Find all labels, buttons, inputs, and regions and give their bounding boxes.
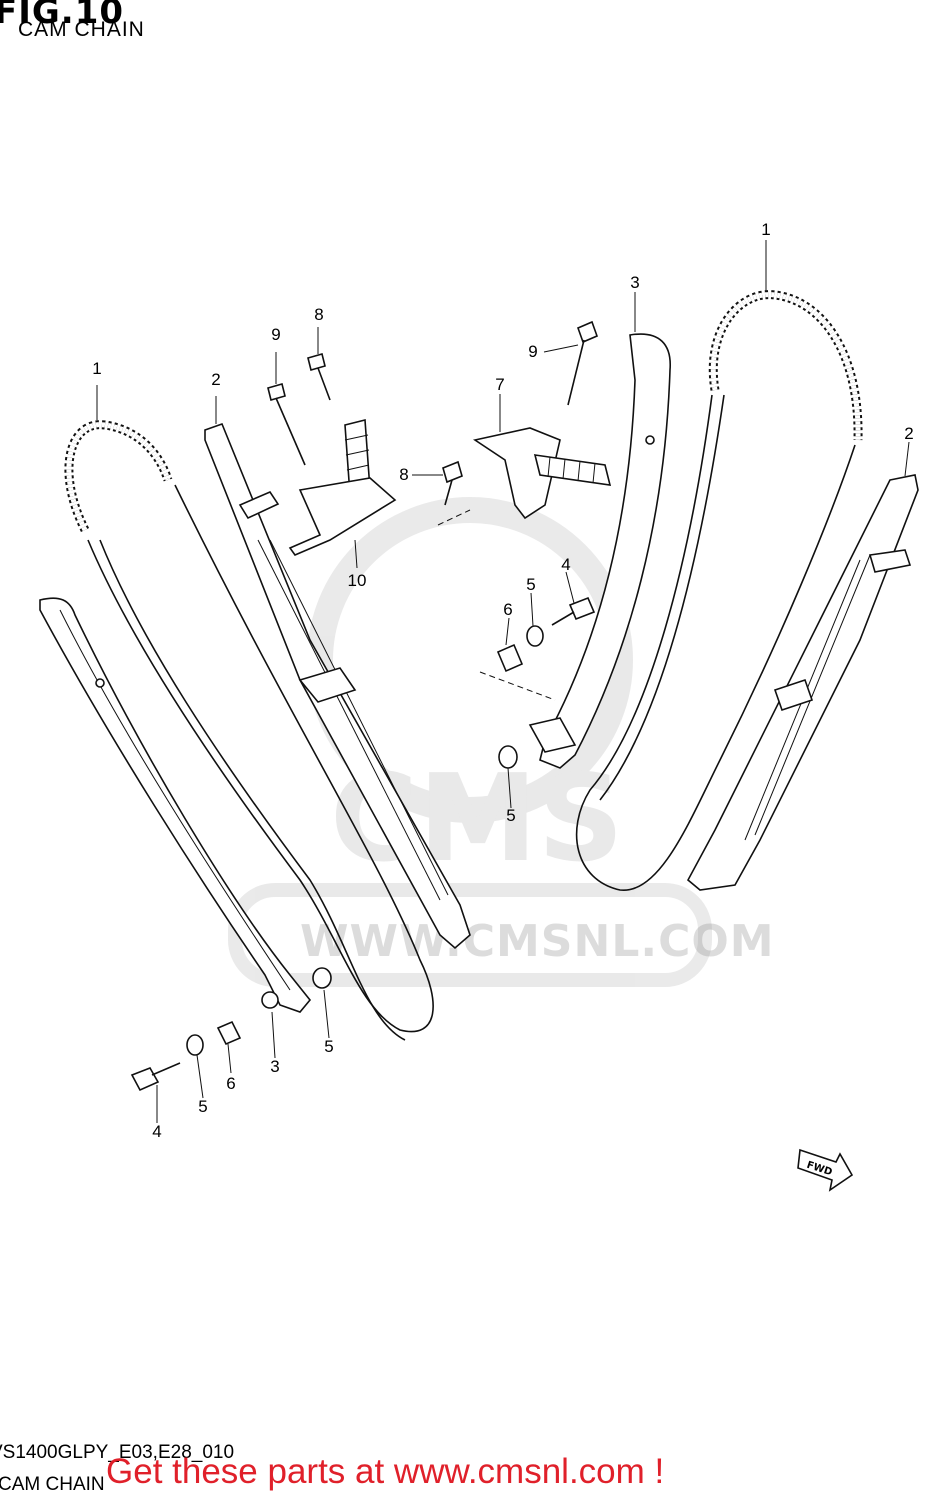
bolt-9-left <box>267 383 306 466</box>
left-cam-chain <box>64 420 434 1041</box>
callout-8-right: 8 <box>399 465 409 484</box>
collar-6-right <box>496 643 524 673</box>
callout-9-right: 9 <box>528 342 538 361</box>
footer-section-title: CAM CHAIN <box>0 1474 105 1495</box>
callout-3-left: 3 <box>270 1057 280 1076</box>
left-chain-guide <box>204 422 471 950</box>
callout-5-left: 5 <box>198 1097 208 1116</box>
callout-1-left: 1 <box>92 359 102 378</box>
figure-title: FIG.10 <box>0 0 125 32</box>
callout-4-right: 4 <box>561 555 571 574</box>
washer-5-right <box>498 625 544 769</box>
bolt-8-right <box>442 460 463 506</box>
right-chain-guide <box>686 474 919 891</box>
callout-6-left: 6 <box>226 1074 236 1093</box>
callout-10: 10 <box>347 571 367 590</box>
callout-3-right: 3 <box>630 273 640 292</box>
watermark-url: WWW.CMSNL.COM <box>300 916 775 967</box>
callout-4-left: 4 <box>152 1122 162 1141</box>
bolt-4-left <box>130 1062 181 1092</box>
callout-1-right: 1 <box>761 220 771 239</box>
tensioner-adjuster-right <box>472 427 612 520</box>
callout-2-right: 2 <box>904 424 914 443</box>
section-title: CAM CHAIN <box>18 18 145 41</box>
bolt-8-left <box>307 353 331 401</box>
callout-5-left-b: 5 <box>324 1037 334 1056</box>
fwd-arrow-icon: FWD <box>797 1148 854 1192</box>
callout-9-left: 9 <box>271 325 281 344</box>
callout-7: 7 <box>495 375 505 394</box>
bolt-9-right <box>567 320 599 406</box>
promo-link[interactable]: Get these parts at www.cmsnl.com ! <box>106 1452 665 1491</box>
callout-5-right: 5 <box>526 575 536 594</box>
collar-6-left <box>216 1020 242 1046</box>
washer-5-left <box>186 967 332 1056</box>
tensioner-adjuster-left <box>288 418 397 556</box>
right-cam-chain <box>575 290 863 891</box>
callout-6-right: 6 <box>503 600 513 619</box>
leader-lines <box>96 240 910 1123</box>
right-chain-tensioner <box>528 333 671 769</box>
callout-8-left: 8 <box>314 305 324 324</box>
callout-5-right-b: 5 <box>506 806 516 825</box>
callout-2-left: 2 <box>211 370 221 389</box>
bolt-4-right <box>551 596 596 626</box>
diagram-code: VS1400GLPY_E03,E28_010 <box>0 1442 235 1463</box>
left-chain-tensioner <box>39 597 312 1013</box>
